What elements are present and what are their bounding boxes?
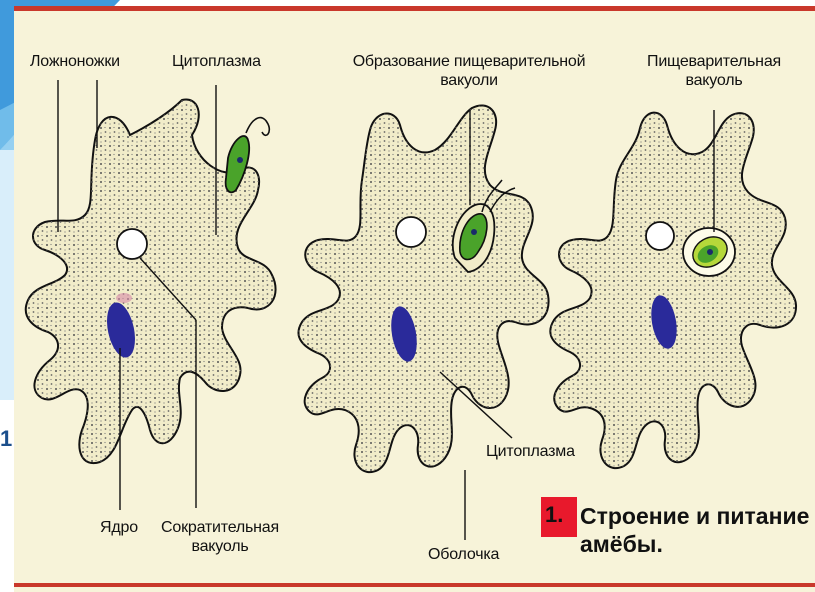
label-nucleus: Ядро <box>100 518 138 537</box>
contractile-vacuole-3 <box>646 222 674 250</box>
label-cytoplasm-top: Цитоплазма <box>172 52 261 71</box>
label-contractile-vacuole: Сократительная вакуоль <box>150 518 290 556</box>
amoeba-2 <box>298 105 548 472</box>
caption-number: 1. <box>545 502 563 528</box>
label-membrane: Оболочка <box>428 545 499 564</box>
contractile-vacuole-1 <box>117 229 147 259</box>
contractile-vacuole-2 <box>396 217 426 247</box>
label-vacuole-formation: Образование пищеварительной вакуоли <box>334 52 604 90</box>
label-cytoplasm-mid: Цитоплазма <box>486 442 575 461</box>
slide-number: 1 <box>0 426 12 452</box>
label-digestive-vacuole: Пищеварительная вакуоль <box>630 52 798 90</box>
amoeba-3 <box>550 113 796 469</box>
label-pseudopodia: Ложноножки <box>30 52 120 71</box>
caption-text: Строение и питание амёбы. <box>580 502 809 558</box>
